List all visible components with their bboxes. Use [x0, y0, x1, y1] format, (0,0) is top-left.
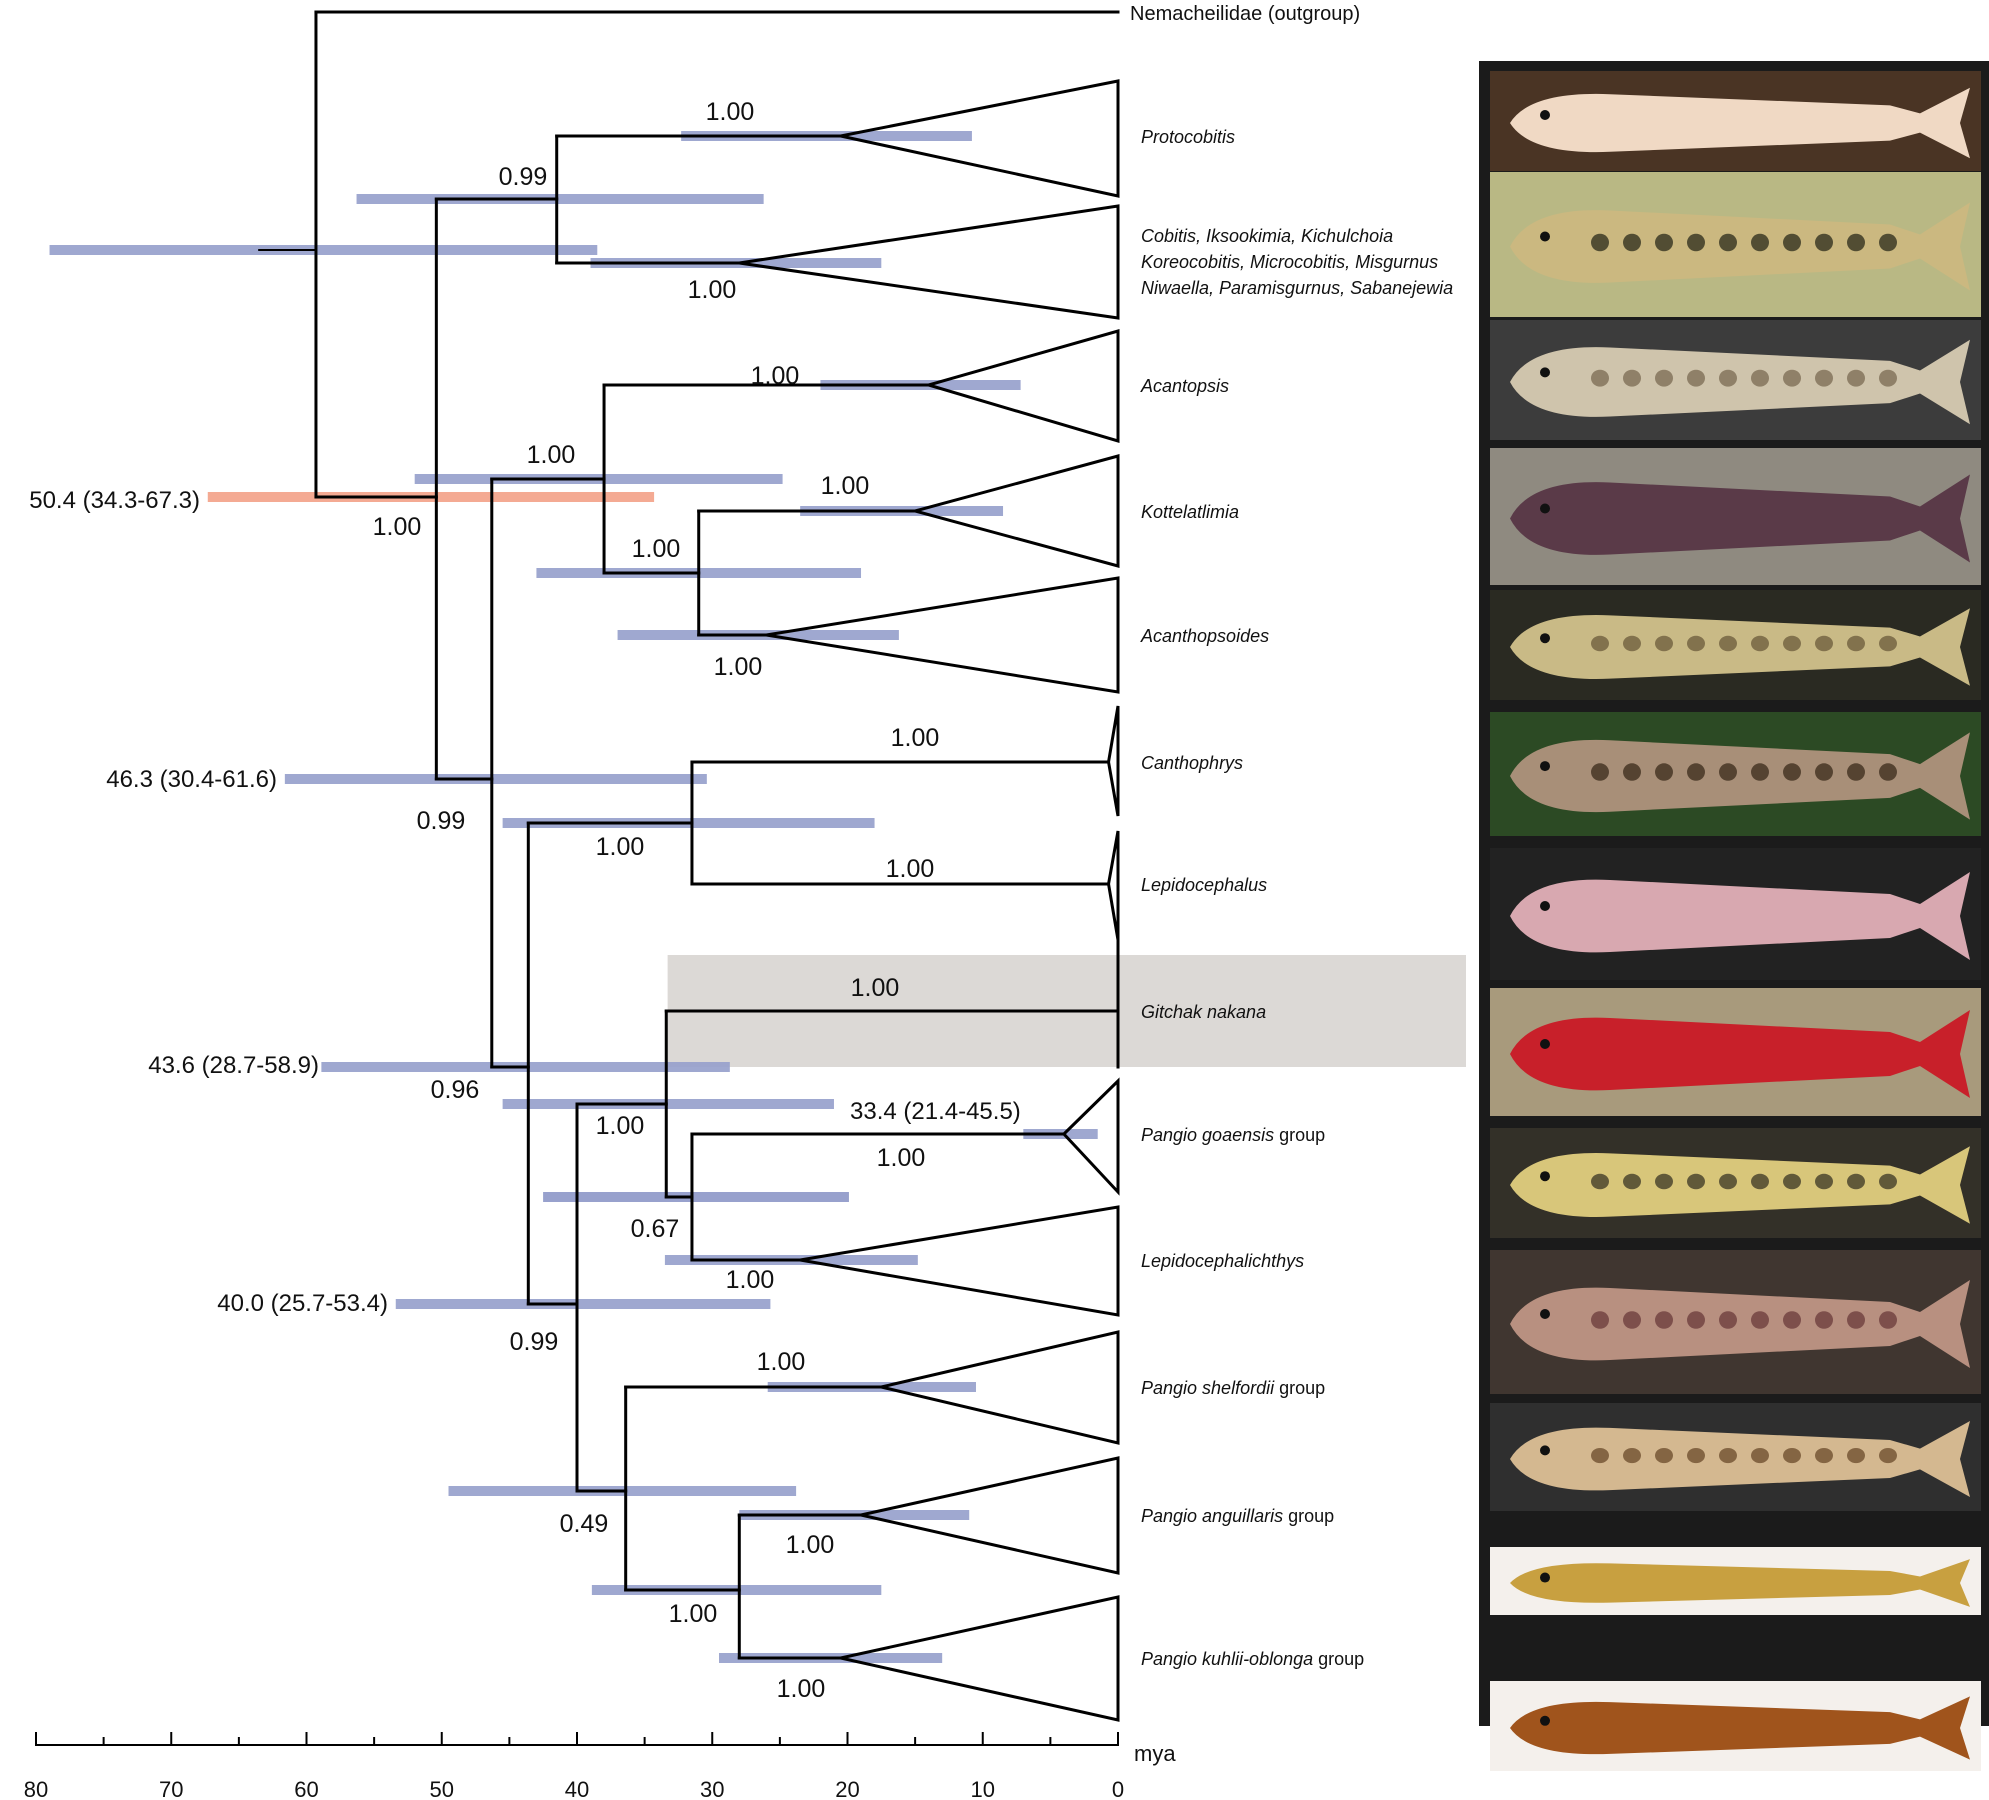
clade-suffix-shelfordii: group	[1274, 1378, 1325, 1398]
support-value-gitchak_stem: 1.00	[851, 974, 900, 1002]
axis-tick-label: 50	[430, 1777, 454, 1800]
axis-tick-label: 0	[1112, 1777, 1124, 1800]
support-value-lepidocephalichthys_crown: 1.00	[726, 1266, 775, 1294]
hpd-bar-main	[284, 774, 707, 784]
triangle-kottelatlimia	[909, 454, 1120, 568]
support-value-shelfordii_crown: 1.00	[757, 1348, 806, 1376]
clade-label-lepidocephalus: Lepidocephalus	[1141, 875, 1267, 895]
clade-label-cobitis-line1: Cobitis, Iksookimia, Kichulchoia	[1141, 226, 1393, 246]
axis-tick-label: 40	[565, 1777, 589, 1800]
triangle-protocobitis	[840, 79, 1120, 198]
clade-label-kottelatlimia: Kottelatlimia	[1141, 502, 1239, 522]
canthophrys-photo	[1490, 712, 1981, 836]
support-value-canth_lepido: 1.00	[596, 833, 645, 861]
hpd-bar-n4	[502, 1099, 834, 1109]
anguillaris-photo	[1490, 1547, 1981, 1615]
support-value-anguillaris_crown: 1.00	[786, 1531, 835, 1559]
support-value-lepidocephalus_crown: 1.00	[886, 855, 935, 883]
support-value-acantopsis_group: 1.00	[527, 441, 576, 469]
triangle-lepidocephalus	[1107, 830, 1120, 941]
clade-label-goaensis: Pangio goaensis group	[1141, 1125, 1325, 1145]
support-value-kottelatlimia_crown: 1.00	[821, 472, 870, 500]
clade-label-acantopsis: Acantopsis	[1140, 376, 1229, 396]
clade-label-lepidocephalichthys: Lepidocephalichthys	[1141, 1251, 1304, 1271]
clade-label-cobitis-line2: Koreocobitis, Microcobitis, Misgurnus	[1141, 252, 1438, 272]
protocobitis-photo	[1490, 71, 1981, 171]
clade-suffix-kuhlii: group	[1313, 1649, 1364, 1669]
support-value-pangio_lepidocephalichthys: 1.00	[596, 1112, 645, 1140]
axis-tick-label: 60	[294, 1777, 318, 1800]
triangle-goaensis	[1061, 1077, 1120, 1196]
hpd-bar-n3	[395, 1299, 771, 1309]
axis-tick-label: 10	[971, 1777, 995, 1800]
goaensis-photo	[1490, 1128, 1981, 1238]
triangle-acanthopsoides	[766, 576, 1120, 694]
axis-tick-label: 70	[159, 1777, 183, 1800]
cobitis-photo	[1490, 172, 1981, 317]
clade-label-kuhlii: Pangio kuhlii-oblonga group	[1141, 1649, 1364, 1669]
support-value-goaensis_crown: 1.00	[877, 1144, 926, 1172]
hpd-bar-pangio-lepid	[543, 1192, 849, 1202]
triangle-acantopsis	[923, 329, 1120, 444]
acanthopsoides-photo	[1490, 590, 1981, 700]
specimen-photo-panel	[1479, 61, 1989, 1771]
support-value-kuhlii_crown: 1.00	[777, 1675, 826, 1703]
triangle-cobitis	[739, 204, 1120, 320]
triangle-lepidocephalichthys	[799, 1205, 1120, 1317]
support-value-n3: 0.99	[510, 1328, 559, 1356]
hpd-bar-stem	[49, 245, 598, 255]
lepidocephalichthys-photo	[1490, 1250, 1981, 1394]
axis-unit-label: mya	[1134, 1741, 1176, 1766]
support-value-acantopsis_crown: 1.00	[751, 362, 800, 390]
clade-suffix-goaensis: group	[1274, 1125, 1325, 1145]
clade-label-gitchak: Gitchak nakana	[1141, 1002, 1266, 1022]
clade-label-canthophrys: Canthophrys	[1141, 753, 1243, 773]
clade-label-anguillaris: Pangio anguillaris group	[1141, 1506, 1334, 1526]
axis-tick-label: 20	[835, 1777, 859, 1800]
clade-suffix-anguillaris: group	[1283, 1506, 1334, 1526]
shelfordii-photo	[1490, 1403, 1981, 1511]
axis-tick-label: 80	[24, 1777, 48, 1800]
support-value-root: 1.00	[373, 513, 422, 541]
node-age-goaensis_crown: 33.4 (21.4-45.5)	[850, 1098, 1021, 1125]
kuhlii-photo	[1490, 1681, 1981, 1771]
support-value-canthophrys_crown: 1.00	[891, 724, 940, 752]
clade-label-shelfordii: Pangio shelfordii group	[1141, 1378, 1325, 1398]
support-value-main_node: 0.99	[417, 807, 466, 835]
acantopsis-photo	[1490, 320, 1981, 440]
support-value-kott_acanth: 1.00	[632, 535, 681, 563]
triangle-anguillaris	[860, 1456, 1120, 1575]
support-value-gitchak_split: 0.67	[631, 1215, 680, 1243]
node-age-acanthophthalmini: 43.6 (28.7-58.9)	[148, 1052, 319, 1079]
node-age-root: 50.4 (34.3-67.3)	[29, 487, 200, 514]
node-age-main_node: 46.3 (30.4-61.6)	[106, 766, 277, 793]
support-value-n5: 0.49	[560, 1510, 609, 1538]
clade-label-protocobitis: Protocobitis	[1141, 127, 1235, 147]
kottelatlimia-photo	[1490, 448, 1981, 585]
triangle-canthophrys	[1107, 705, 1120, 817]
support-value-acanthophthalmini: 0.96	[431, 1076, 480, 1104]
node-age-n3: 40.0 (25.7-53.4)	[217, 1290, 388, 1317]
support-value-acanthopsoides_crown: 1.00	[714, 653, 763, 681]
support-value-cobitis_crown: 1.00	[688, 276, 737, 304]
support-value-n6: 1.00	[669, 1600, 718, 1628]
outgroup-label: Nemacheilidae (outgroup)	[1130, 3, 1360, 25]
triangle-shelfordii	[880, 1330, 1120, 1445]
triangle-kuhlii	[840, 1595, 1120, 1722]
axis-tick-label: 30	[700, 1777, 724, 1800]
hpd-bar-cobitinae	[356, 194, 764, 204]
lepidocephalus-photo	[1490, 848, 1981, 980]
clade-label-cobitis-line3: Niwaella, Paramisgurnus, Sabanejewia	[1141, 278, 1453, 298]
clade-label-acanthopsoides: Acanthopsoides	[1140, 626, 1269, 646]
support-value-protocobitis_crown: 1.00	[706, 98, 755, 126]
support-value-cobitinae: 0.99	[499, 163, 548, 191]
gitchak-photo	[1490, 988, 1981, 1116]
